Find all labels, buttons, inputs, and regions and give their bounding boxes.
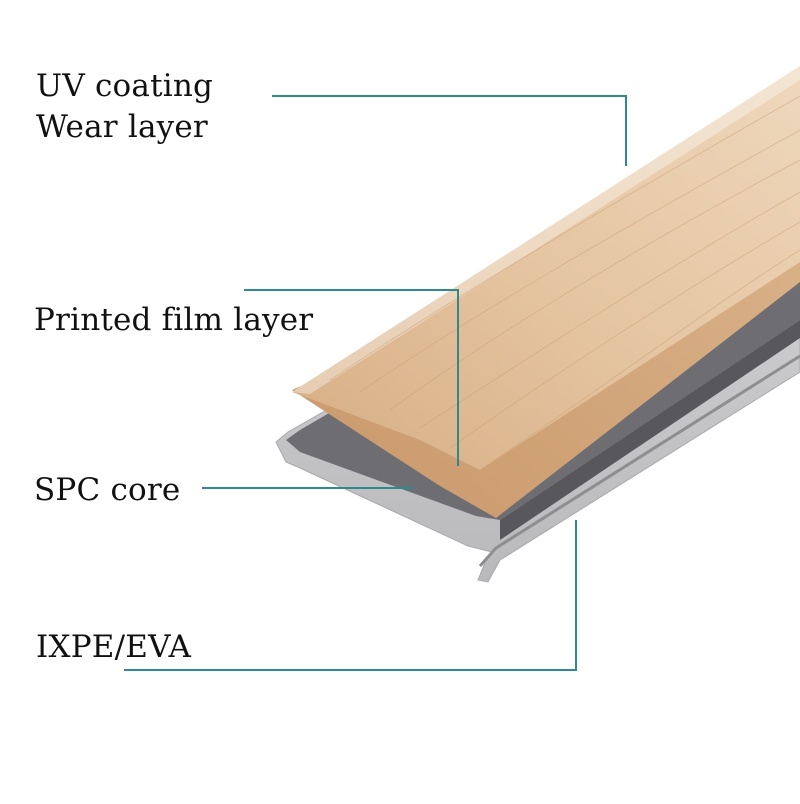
leader-line-ixpe-eva — [124, 520, 577, 671]
uv-coating-sheen — [292, 66, 800, 394]
spc-core-edge — [500, 320, 800, 540]
label-printed-film-layer: Printed film layer — [34, 302, 314, 338]
leader-line-uv-wear — [272, 95, 627, 166]
wear-layer — [292, 66, 800, 470]
label-uv-coating: UV coating — [36, 68, 214, 104]
label-spc-core: SPC core — [34, 472, 181, 508]
label-ixpe-eva: IXPE/EVA — [36, 629, 192, 665]
leader-line-printed-film — [244, 289, 459, 466]
leader-lines — [124, 95, 627, 671]
wood-grain — [329, 95, 800, 471]
label-wear-layer: Wear layer — [36, 109, 208, 145]
base-groove — [478, 354, 800, 567]
